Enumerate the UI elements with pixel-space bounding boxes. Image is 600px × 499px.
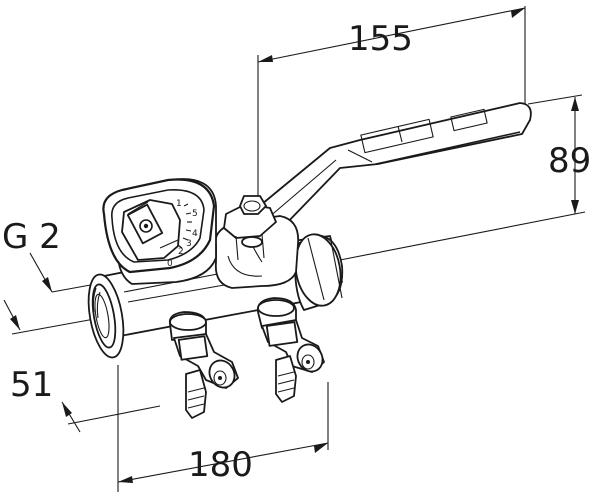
- dimension-51: 51: [10, 365, 53, 405]
- gauge-scale-0: 0: [167, 259, 173, 269]
- valve-handle-lever: [237, 102, 532, 239]
- test-valve-right: [256, 297, 325, 403]
- gauge-scale-2: 2: [178, 247, 184, 257]
- flow-gauge: 0 1 2 3 4 5: [102, 178, 217, 285]
- dimension-g2: G 2: [2, 217, 61, 257]
- dimension-89: 89: [548, 141, 591, 181]
- dimension-lines: [3, 6, 586, 492]
- gauge-scale-4: 4: [192, 229, 198, 239]
- dimension-180: 180: [188, 445, 253, 485]
- gauge-scale-5: 5: [192, 209, 198, 219]
- test-valve-left: [168, 311, 239, 419]
- valve-body: [87, 195, 344, 359]
- gauge-scale-3: 3: [186, 239, 192, 249]
- gauge-scale-1: 1: [176, 199, 182, 209]
- dimension-155: 155: [348, 19, 413, 59]
